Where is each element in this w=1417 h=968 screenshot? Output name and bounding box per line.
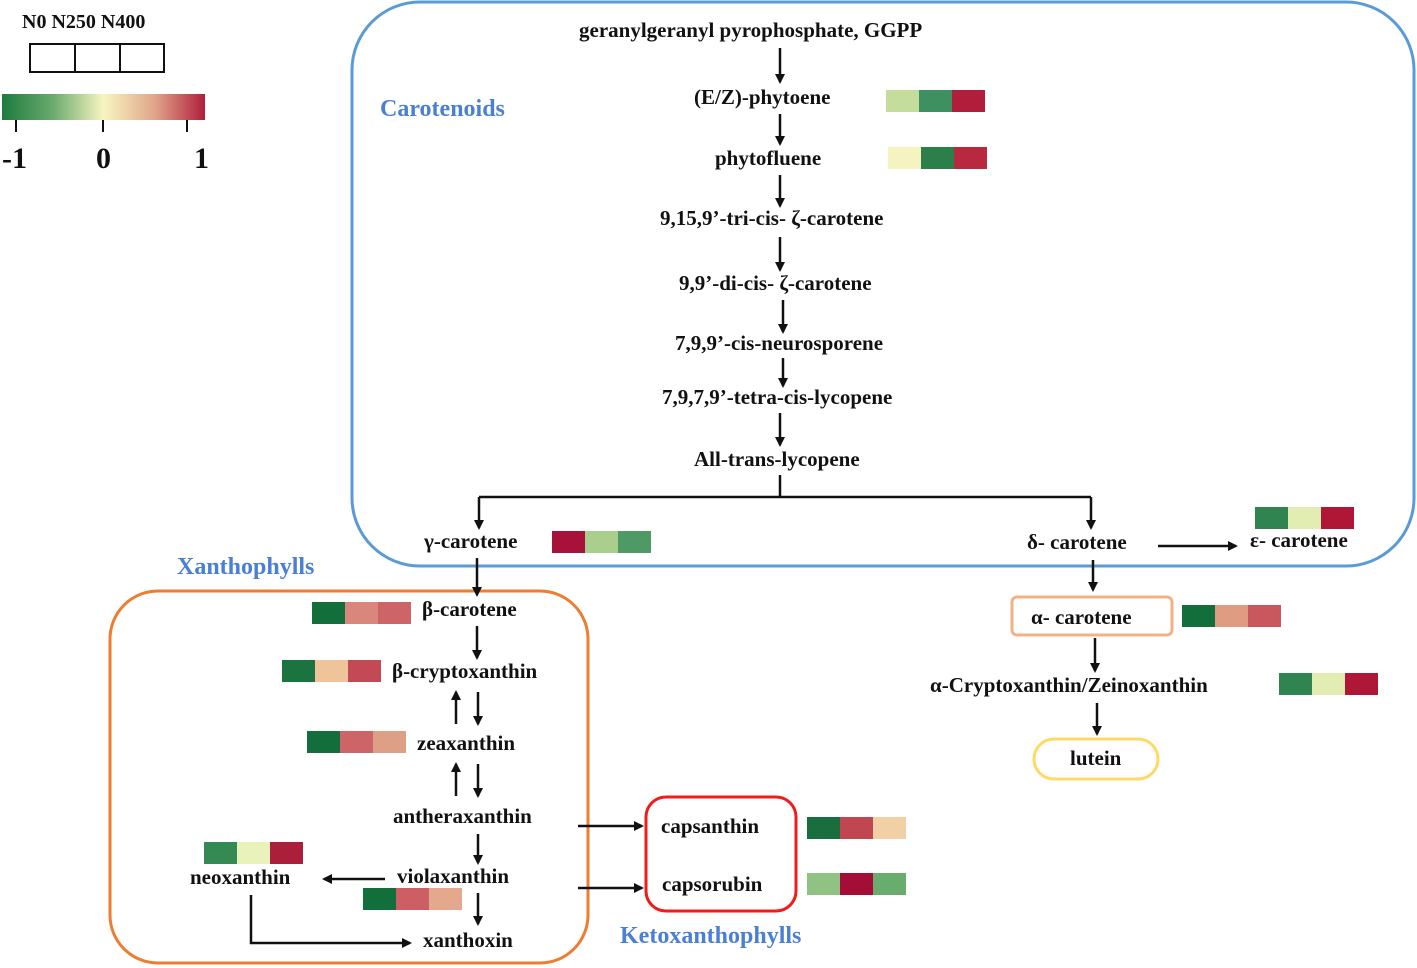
carotenoids-box bbox=[350, 0, 1416, 568]
heat-cell-n0 bbox=[312, 602, 345, 624]
heat-cell-n0 bbox=[1255, 507, 1288, 529]
heatmap-zeaxanthin bbox=[307, 731, 406, 753]
heatmap-beta-carotene bbox=[312, 602, 411, 624]
legend-gradient-bar bbox=[2, 94, 205, 120]
compound-lutein: lutein bbox=[1070, 746, 1122, 770]
xanthophylls-label: Xanthophylls bbox=[177, 554, 315, 580]
heat-cell-n250 bbox=[919, 90, 952, 112]
heatmap-epsilon-carotene bbox=[1255, 507, 1354, 529]
compound-phytoene: (E/Z)-phytoene bbox=[694, 85, 831, 109]
compound-epsilon-carotene: ε- carotene bbox=[1250, 528, 1348, 552]
compound-violaxanthin: violaxanthin bbox=[397, 864, 510, 888]
heatmap-alpha-cryptoxanthin bbox=[1279, 673, 1378, 695]
arrow-neoxanthin-xanthoxin bbox=[249, 895, 412, 948]
compound-ggpp: geranylgeranyl pyrophosphate, GGPP bbox=[579, 18, 923, 42]
compound-neoxanthin: neoxanthin bbox=[190, 865, 291, 889]
heat-cell-n0 bbox=[282, 660, 315, 682]
compound-neurosporene: 7,9,9’-cis-neurosporene bbox=[675, 331, 884, 355]
heat-cell-n0 bbox=[204, 842, 237, 864]
heat-cell-n400 bbox=[429, 888, 462, 910]
compound-beta-cryptoxanthin: β-cryptoxanthin bbox=[392, 659, 538, 683]
legend-scale-max: 1 bbox=[194, 142, 209, 175]
heat-cell-n400 bbox=[1321, 507, 1354, 529]
legend-header: N0 N250 N400 bbox=[22, 11, 146, 33]
compound-tri-cis-zeta-carotene: 9,15,9’-tri-cis- ζ-carotene bbox=[660, 206, 884, 230]
compound-all-trans-lycopene: All-trans-lycopene bbox=[694, 447, 860, 471]
heat-cell-n250 bbox=[315, 660, 348, 682]
alpha-carotene-box bbox=[1010, 595, 1174, 637]
legend-scale-mid: 0 bbox=[96, 142, 111, 175]
heat-cell-n400 bbox=[954, 147, 987, 169]
legend-sample-boxes bbox=[29, 43, 165, 73]
heat-cell-n0 bbox=[888, 147, 921, 169]
heat-cell-n0 bbox=[807, 873, 840, 895]
heat-cell-n400 bbox=[618, 531, 651, 553]
compound-di-cis-zeta-carotene: 9,9’-di-cis- ζ-carotene bbox=[679, 271, 872, 295]
compound-gamma-carotene: γ-carotene bbox=[424, 529, 518, 553]
compound-phytofluene: phytofluene bbox=[715, 146, 822, 170]
heatmap-capsorubin bbox=[807, 873, 906, 895]
heat-cell-n250 bbox=[237, 842, 270, 864]
heat-cell-n250 bbox=[396, 888, 429, 910]
heat-cell-n400 bbox=[873, 873, 906, 895]
heat-cell-n400 bbox=[1248, 605, 1281, 627]
heat-cell-n250 bbox=[1288, 507, 1321, 529]
heat-cell-n400 bbox=[270, 842, 303, 864]
compound-antheraxanthin: antheraxanthin bbox=[393, 804, 532, 828]
heatmap-capsanthin bbox=[807, 817, 906, 839]
heatmap-phytofluene bbox=[888, 147, 987, 169]
heat-cell-n250 bbox=[840, 817, 873, 839]
compound-tetra-cis-lycopene: 7,9,7,9’-tetra-cis-lycopene bbox=[662, 385, 893, 409]
xanthophylls-box bbox=[108, 589, 590, 965]
compound-capsorubin: capsorubin bbox=[662, 872, 763, 896]
heat-cell-n400 bbox=[348, 660, 381, 682]
compound-alpha-cryptoxanthin: α-Cryptoxanthin/Zeinoxanthin bbox=[930, 673, 1208, 697]
heat-cell-n250 bbox=[340, 731, 373, 753]
heatmap-phytoene bbox=[886, 90, 985, 112]
lutein-box bbox=[1032, 737, 1160, 781]
heatmap-alpha-carotene bbox=[1182, 605, 1281, 627]
heat-cell-n400 bbox=[873, 817, 906, 839]
carotenoids-label: Carotenoids bbox=[380, 96, 505, 122]
compound-xanthoxin: xanthoxin bbox=[423, 928, 513, 952]
heat-cell-n400 bbox=[378, 602, 411, 624]
heat-cell-n0 bbox=[1182, 605, 1215, 627]
heat-cell-n250 bbox=[1312, 673, 1345, 695]
compound-beta-carotene: β-carotene bbox=[422, 597, 517, 621]
ketoxanthophylls-box bbox=[644, 795, 798, 913]
legend-scale-min: -1 bbox=[2, 142, 27, 175]
heat-cell-n0 bbox=[363, 888, 396, 910]
heat-cell-n0 bbox=[807, 817, 840, 839]
heat-cell-n0 bbox=[1279, 673, 1312, 695]
compound-delta-carotene: δ- carotene bbox=[1027, 530, 1127, 554]
compound-alpha-carotene: α- carotene bbox=[1031, 605, 1132, 629]
compound-zeaxanthin: zeaxanthin bbox=[417, 731, 516, 755]
heatmap-violaxanthin bbox=[363, 888, 462, 910]
heatmap-neoxanthin bbox=[204, 842, 303, 864]
heat-cell-n0 bbox=[886, 90, 919, 112]
heat-cell-n400 bbox=[1345, 673, 1378, 695]
heat-cell-n250 bbox=[1215, 605, 1248, 627]
heatmap-gamma-carotene bbox=[552, 531, 651, 553]
heat-cell-n250 bbox=[921, 147, 954, 169]
heat-cell-n250 bbox=[840, 873, 873, 895]
heat-cell-n0 bbox=[307, 731, 340, 753]
compound-capsanthin: capsanthin bbox=[661, 814, 760, 838]
heat-cell-n400 bbox=[952, 90, 985, 112]
ketoxanthophylls-label: Ketoxanthophylls bbox=[620, 923, 802, 949]
heat-cell-n0 bbox=[552, 531, 585, 553]
legend-ticks bbox=[15, 120, 188, 132]
heatmap-beta-cryptoxanthin bbox=[282, 660, 381, 682]
heat-cell-n400 bbox=[373, 731, 406, 753]
heat-cell-n250 bbox=[585, 531, 618, 553]
heat-cell-n250 bbox=[345, 602, 378, 624]
